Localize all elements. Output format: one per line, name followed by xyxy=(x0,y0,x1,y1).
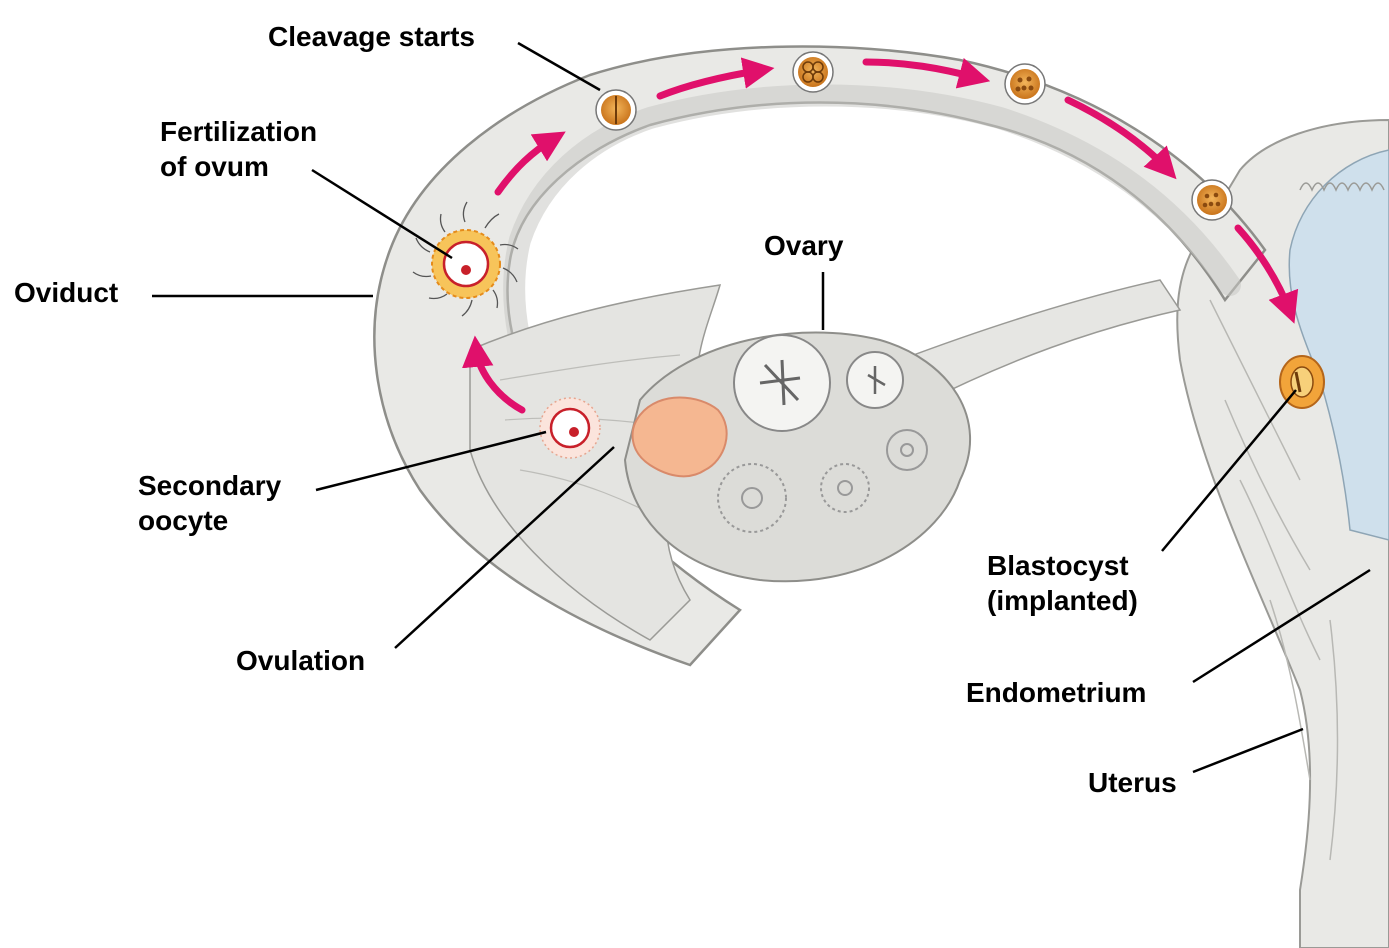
label-endometrium: Endometrium xyxy=(966,677,1146,708)
label-cleavage-starts: Cleavage starts xyxy=(268,21,475,52)
label-blastocyst-line1: Blastocyst xyxy=(987,550,1129,581)
ovarian-follicle-medium xyxy=(847,352,903,408)
embryo-early-blastocyst xyxy=(1192,180,1232,220)
leader-cleavage xyxy=(518,43,600,90)
label-secondary-oocyte-line2: oocyte xyxy=(138,505,228,536)
label-blastocyst-line2: (implanted) xyxy=(987,585,1138,616)
embryo-four-cell xyxy=(793,52,833,92)
label-ovulation: Ovulation xyxy=(236,645,365,676)
secondary-oocyte xyxy=(540,398,600,458)
label-oviduct: Oviduct xyxy=(14,277,118,308)
label-secondary-oocyte-line1: Secondary xyxy=(138,470,282,501)
label-ovary: Ovary xyxy=(764,230,844,261)
ovary-shape xyxy=(625,333,970,582)
label-fertilization-line2: of ovum xyxy=(160,151,269,182)
ovarian-follicle-large xyxy=(734,335,830,431)
leader-uterus xyxy=(1193,729,1303,772)
label-fertilization-line1: Fertilization xyxy=(160,116,317,147)
embryo-morula xyxy=(1005,64,1045,104)
label-uterus: Uterus xyxy=(1088,767,1177,798)
embryo-two-cell xyxy=(596,90,636,130)
